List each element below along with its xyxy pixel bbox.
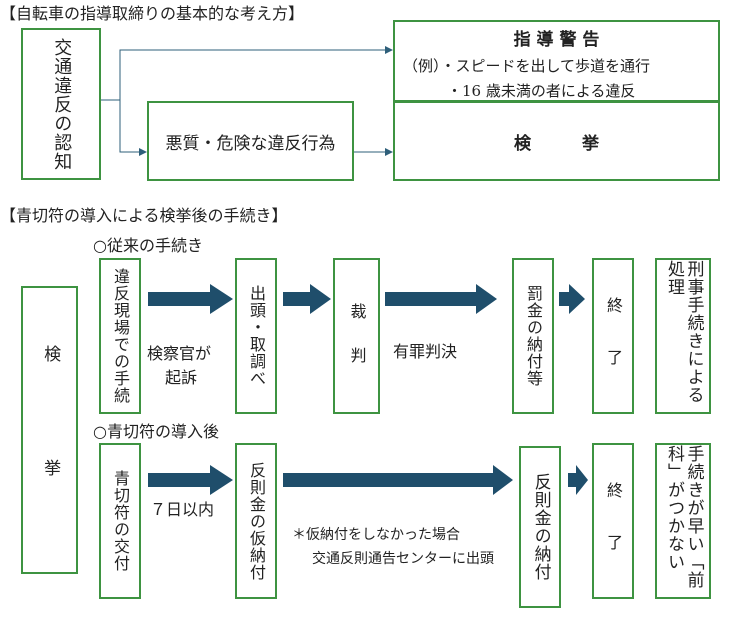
arrow-payment-to-end	[568, 465, 588, 495]
arrest-label-bottom: 検 挙	[40, 344, 61, 516]
fine-final-payment-label: 反則金の納付	[530, 473, 551, 581]
arrow-provisional-to-payment	[283, 465, 513, 495]
provisional-payment-label: 反則金の仮納付	[247, 461, 266, 581]
connector-to-guidance	[100, 46, 393, 101]
after-introduction-label: ○青切符の導入後	[93, 422, 219, 441]
end-label-conventional: 終 了	[604, 297, 623, 375]
trial-label: 裁 判	[347, 303, 367, 369]
quick-procedure-label: 手続きが早い「前科」がつかない	[664, 445, 704, 589]
arrow-appear-to-trial	[283, 284, 331, 314]
end-label-after: 終 了	[604, 482, 623, 560]
arrow-ticket-to-provisional	[148, 465, 233, 495]
onsite-procedure-label: 違反現場での手続	[111, 268, 130, 404]
appearance-interrogation-label: 出頭・取調べ	[247, 285, 266, 387]
within-7-days-text: ７日以内	[150, 500, 215, 519]
conventional-label: ○従来の手続き	[93, 236, 203, 255]
appearance-interrogation-box: 出頭・取調べ	[235, 258, 277, 414]
arrow-fine-to-end	[559, 284, 585, 314]
end-box-conventional: 終 了	[592, 258, 634, 414]
arrest-box-bottom: 検 挙	[21, 286, 78, 574]
guidance-example-1: （例）・スピードを出して歩道を通行	[403, 57, 651, 75]
arrow-trial-to-fine	[385, 284, 497, 314]
provisional-payment-box: 反則金の仮納付	[235, 443, 277, 599]
fine-payment-label: 罰金の納付等	[524, 285, 543, 387]
note-line-2: 交通反則通告センターに出頭	[312, 551, 494, 567]
blue-ticket-box: 青切符の交付	[99, 443, 141, 599]
note-line-1: ＊仮納付をしなかった場合	[292, 527, 460, 543]
fine-final-payment-box: 反則金の納付	[519, 446, 561, 608]
trial-box: 裁 判	[333, 258, 380, 414]
arrest-label-top: 検 挙	[514, 133, 599, 154]
criminal-procedure-box: 刑事手続きによる処理	[655, 258, 711, 414]
blue-ticket-label: 青切符の交付	[111, 470, 130, 572]
arrest-box-top: 検 挙	[393, 101, 720, 181]
violation-recognition-label: 交通違反の認知	[51, 37, 73, 171]
guidance-title: 指 導 警 告	[513, 30, 600, 50]
onsite-procedure-box: 違反現場での手続	[99, 258, 141, 414]
guilty-verdict-text: 有罪判決	[393, 342, 458, 361]
dangerous-violation-label: 悪質・危険な違反行為	[165, 133, 336, 154]
section1-title: 【自転車の指導取締りの基本的な考え方】	[0, 4, 305, 23]
guidance-example-2: ・16 歳未満の者による違反	[447, 82, 636, 100]
violation-recognition-box: 交通違反の認知	[21, 28, 101, 180]
fine-payment-box: 罰金の納付等	[512, 258, 554, 414]
prosecutor-text-1: 検察官が	[147, 344, 212, 363]
end-box-after: 終 了	[592, 443, 634, 599]
dangerous-violation-box: 悪質・危険な違反行為	[147, 101, 354, 181]
connector-to-dangerous	[119, 100, 147, 156]
prosecutor-text-2: 起訴	[165, 368, 198, 387]
criminal-procedure-label: 刑事手続きによる処理	[664, 260, 704, 404]
guidance-warning-box: 指 導 警 告 （例）・スピードを出して歩道を通行 ・16 歳未満の者による違反	[393, 20, 720, 102]
section2-title: 【青切符の導入による検挙後の手続き】	[0, 206, 288, 225]
arrow-onsite-to-appear	[148, 284, 233, 314]
quick-procedure-box: 手続きが早い「前科」がつかない	[655, 443, 711, 599]
